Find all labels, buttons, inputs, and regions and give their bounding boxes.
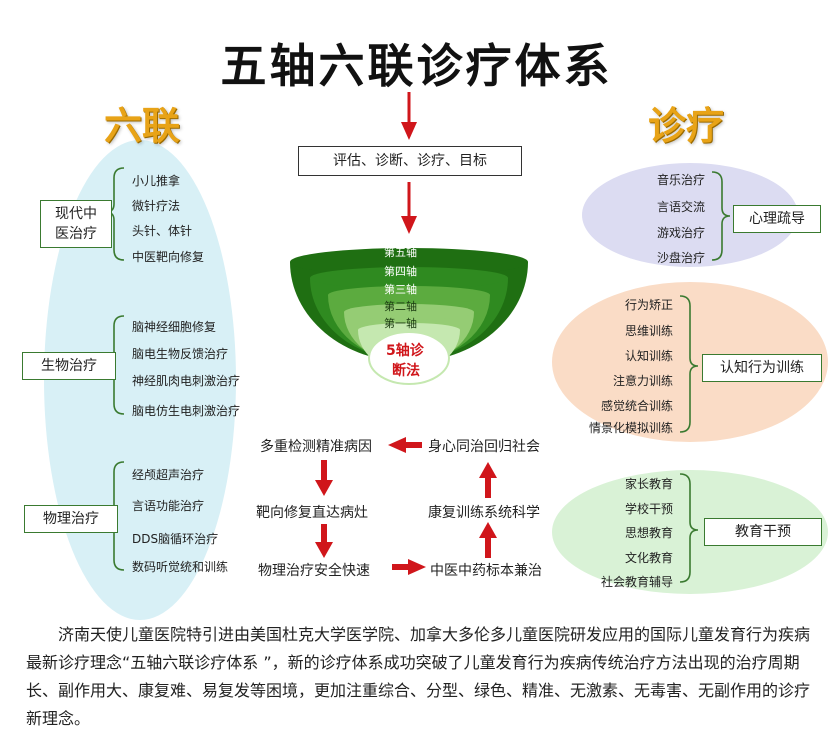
list-item: 头针、体针 <box>132 224 193 238</box>
cycle-arrow-bottom-right <box>392 559 426 575</box>
right-brackets <box>679 171 731 583</box>
list-item: 脑神经细胞修复 <box>132 320 217 334</box>
list-item: 社会教育辅导 <box>600 575 673 589</box>
right-heading: 诊疗 <box>648 104 725 148</box>
cycle-step-bottom-left: 物理治疗安全快速 <box>258 563 370 579</box>
list-item: 神经肌肉电刺激治疗 <box>132 374 241 388</box>
cycle-step-bottom-right: 中医中药标本兼治 <box>430 563 542 579</box>
list-item: 感觉统合训练 <box>600 399 673 413</box>
list-item: 注意力训练 <box>612 374 673 388</box>
category-education: 教育干预 <box>704 518 822 546</box>
list-item: 中医靶向修复 <box>132 250 205 264</box>
list-item: 文化教育 <box>624 551 673 565</box>
left-ellipse <box>44 140 236 620</box>
axis-label-1: 第一轴 <box>384 317 417 330</box>
category-cognitive-behavior: 认知行为训练 <box>702 354 822 382</box>
list-item: 游戏治疗 <box>656 226 705 240</box>
cycle-arrow-topright-to-topleft <box>388 437 422 453</box>
assessment-box: 评估、诊断、诊疗、目标 <box>298 146 522 176</box>
axes-bowl <box>290 248 528 385</box>
list-item: 情景化模拟训练 <box>588 421 673 435</box>
list-item: 言语交流 <box>656 200 705 214</box>
list-item: DDS脑循环治疗 <box>132 532 219 546</box>
cycle-arrow-midright-up <box>479 462 497 498</box>
list-item: 脑电仿生电刺激治疗 <box>132 404 241 418</box>
left-heading: 六联 <box>104 104 181 148</box>
list-item: 沙盘治疗 <box>656 251 705 265</box>
category-psychological-counseling: 心理疏导 <box>733 205 821 233</box>
center-label-line2: 断法 <box>392 363 420 379</box>
category-modern-tcm: 现代中 医治疗 <box>40 200 112 248</box>
cycle-step-mid-right: 康复训练系统科学 <box>428 505 540 521</box>
center-label-line1: 5轴诊 <box>386 343 424 359</box>
axis-label-5: 第五轴 <box>384 246 417 259</box>
list-item: 言语功能治疗 <box>132 499 205 513</box>
cycle-step-top-right: 身心同治回归社会 <box>428 439 540 455</box>
list-item: 学校干预 <box>624 502 673 516</box>
cycle-arrow-topleft-down <box>315 460 333 496</box>
education-ellipse <box>552 470 828 594</box>
psychology-ellipse <box>582 163 798 267</box>
description-paragraph: 济南天使儿童医院特引进由美国杜克大学医学院、加拿大多伦多儿童医院研发应用的国际儿… <box>26 625 811 728</box>
list-item: 小儿推拿 <box>132 174 181 188</box>
list-item: 脑电生物反馈治疗 <box>132 347 229 361</box>
axis-label-4: 第四轴 <box>384 265 417 278</box>
cycle-arrow-bottomright-up <box>479 522 497 558</box>
arrow-assessment-to-axes <box>401 182 417 234</box>
axis-label-2: 第二轴 <box>384 300 417 313</box>
page-title: 五轴六联诊疗体系 <box>220 39 613 93</box>
list-item: 经颅超声治疗 <box>132 468 205 482</box>
list-item: 音乐治疗 <box>656 173 705 187</box>
category-physical: 物理治疗 <box>24 505 118 533</box>
arrow-title-to-assessment <box>401 92 417 140</box>
list-item: 行为矫正 <box>624 298 673 312</box>
cycle-step-mid-left: 靶向修复直达病灶 <box>256 505 368 521</box>
list-item: 思想教育 <box>624 526 673 540</box>
axis-label-3: 第三轴 <box>384 283 417 296</box>
cycle-arrow-midleft-down <box>315 524 333 558</box>
list-item: 思维训练 <box>624 324 673 338</box>
category-biological: 生物治疗 <box>22 352 116 380</box>
cycle-step-top-left: 多重检测精准病因 <box>260 439 372 455</box>
list-item: 数码听觉统和训练 <box>132 560 229 574</box>
list-item: 微针疗法 <box>132 199 181 213</box>
list-item: 家长教育 <box>624 477 673 491</box>
list-item: 认知训练 <box>624 349 673 363</box>
